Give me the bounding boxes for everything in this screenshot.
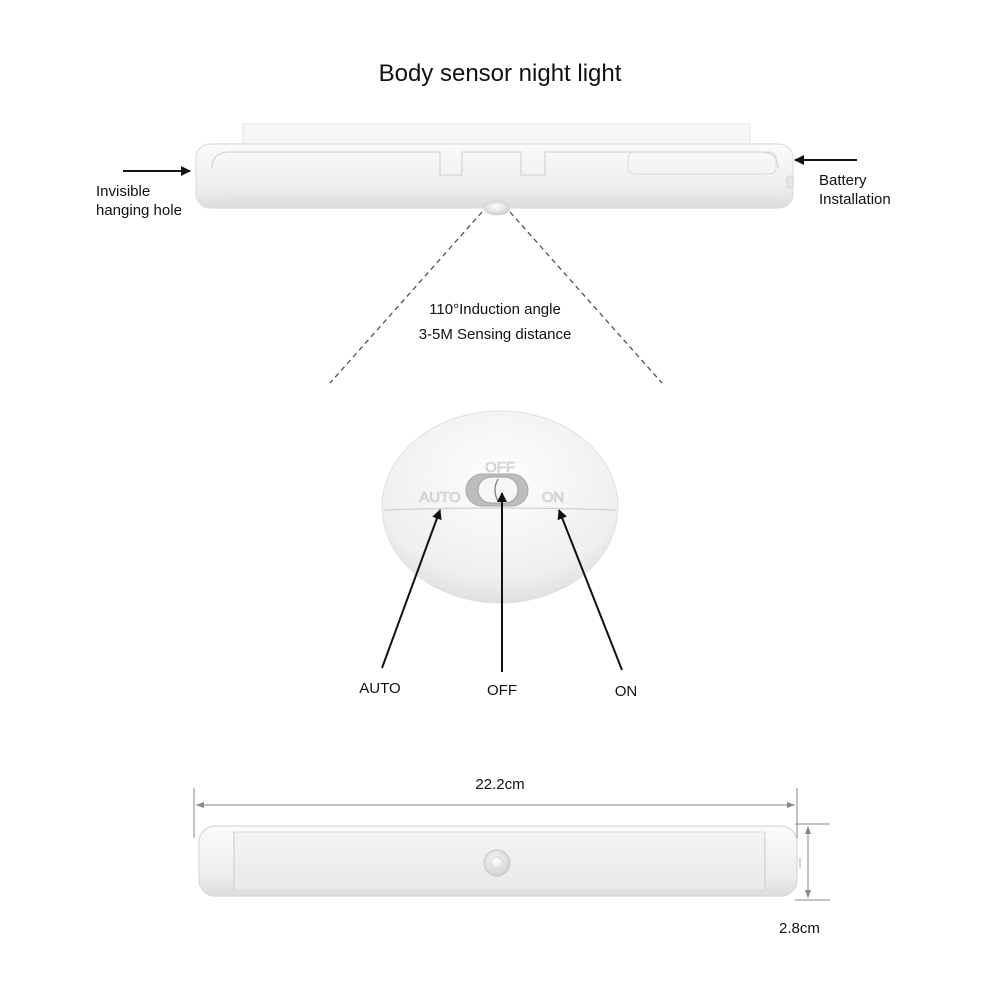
switch-mark-on: ON (542, 489, 565, 506)
battery-label-line1: Battery (819, 172, 867, 189)
hanging-hole-label: Invisible hanging hole (96, 182, 182, 220)
auto-arrow (381, 509, 442, 669)
switch-disc (381, 410, 619, 604)
on-arrow (557, 509, 623, 671)
callout-on: ON (614, 683, 638, 700)
hanging-hole-label-line1: Invisible (96, 183, 151, 200)
sensing-distance-text: 3-5M Sensing distance (418, 326, 572, 343)
angle-line-right (509, 211, 663, 384)
sensor-lens-icon (483, 849, 511, 877)
top-light-bar (195, 123, 794, 216)
induction-angle-text: 110°Induction angle (429, 301, 561, 318)
battery-label: Battery Installation (819, 171, 891, 209)
front-light-bar (198, 825, 798, 897)
sensor-lens-icon (483, 200, 511, 216)
switch-mark-off: OFF (485, 459, 515, 476)
height-dimension-label: 2.8cm (779, 920, 820, 937)
slide-switch-knob (477, 476, 519, 504)
battery-cover (627, 151, 777, 175)
angle-line-left (329, 211, 483, 384)
length-dimension-label: 22.2cm (475, 776, 525, 793)
callout-off: OFF (487, 682, 517, 699)
callout-auto: AUTO (359, 680, 401, 697)
page-title: Body sensor night light (378, 60, 622, 87)
switch-mark-auto: AUTO (419, 489, 460, 506)
battery-label-line2: Installation (819, 191, 891, 208)
hanging-hole-label-line2: hanging hole (96, 202, 182, 219)
side-button (786, 175, 794, 189)
